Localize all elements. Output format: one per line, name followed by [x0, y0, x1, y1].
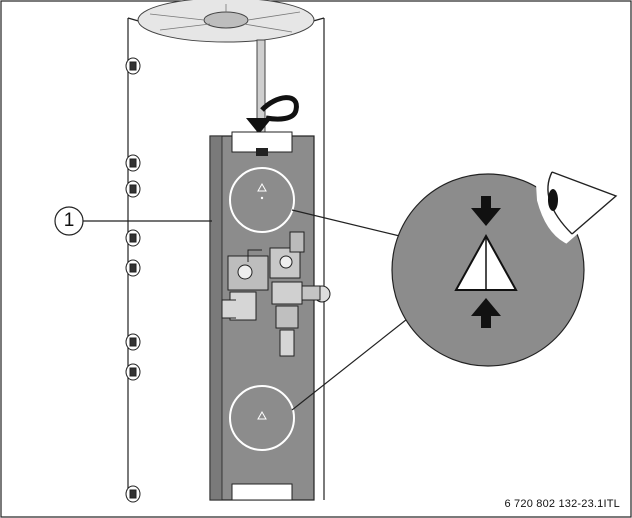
top-fan [137, 0, 315, 43]
arrow-up-icon [471, 298, 501, 328]
callout-number: 1 [63, 210, 75, 231]
side-clips [125, 57, 141, 503]
lower-marker-circle [229, 385, 295, 451]
eye-icon [534, 164, 631, 244]
document-code: 6 720 802 132-23.1ITL [504, 498, 620, 510]
magnifier-leader-lines [291, 209, 417, 411]
rotate-arrow-icon [246, 95, 299, 134]
magnified-detail [391, 173, 585, 367]
callout-1 [54, 206, 212, 236]
upper-marker-circle [229, 167, 295, 233]
pump-assembly [221, 231, 331, 357]
arrow-down-icon [471, 196, 501, 226]
